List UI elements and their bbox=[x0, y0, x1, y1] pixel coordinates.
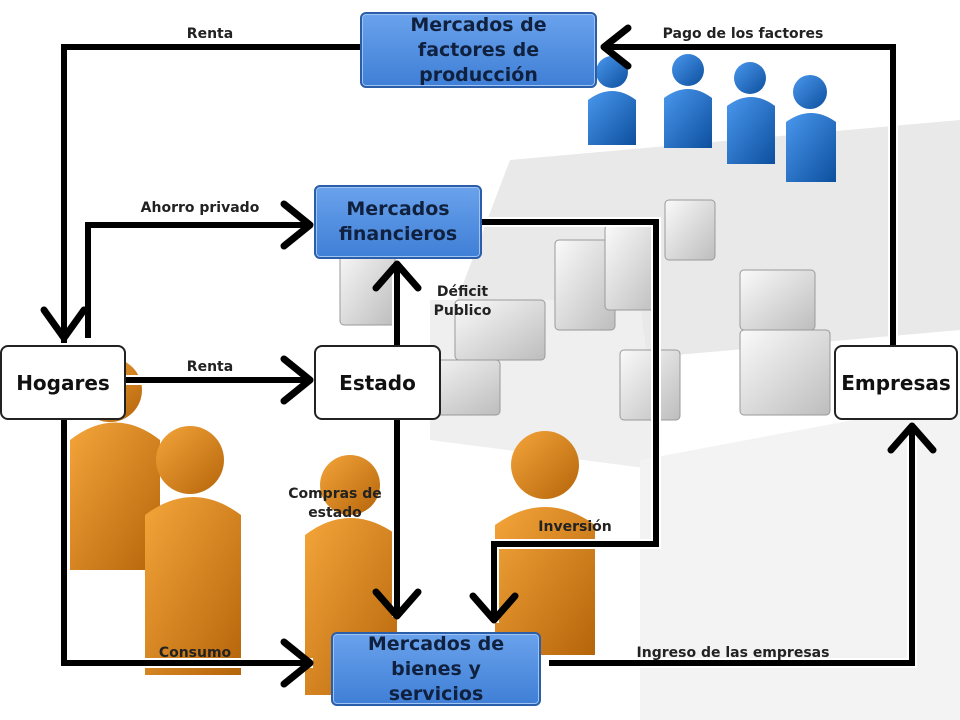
blue-people bbox=[588, 54, 836, 182]
state-node: Estado bbox=[314, 345, 441, 420]
edge-label-income-top: Renta bbox=[186, 26, 234, 42]
edge-label-factor-payment: Pago de los factores bbox=[662, 26, 824, 42]
edge-label-investment: Inversión bbox=[538, 519, 612, 535]
firms-node: Empresas bbox=[834, 345, 958, 420]
financial-markets-node: Mercados financieros bbox=[314, 185, 482, 259]
factor-markets-label: Mercados de factores de producción bbox=[410, 13, 547, 86]
arrowhead-to-hogares bbox=[40, 306, 88, 342]
edge-label-income-state: Renta bbox=[186, 359, 234, 375]
orange-person bbox=[145, 426, 241, 675]
arrowhead-to-bienes-inversion bbox=[469, 592, 519, 624]
factor-markets-node: Mercados de factores de producción bbox=[360, 12, 597, 88]
state-label: Estado bbox=[339, 370, 416, 395]
edge-label-firm-revenue: Ingreso de las empresas bbox=[636, 645, 830, 661]
edge-label-private-saving: Ahorro privado bbox=[140, 200, 260, 216]
arrowhead-to-empresas bbox=[887, 422, 937, 454]
edge-label-state-purchases: Compras de estado bbox=[288, 486, 382, 521]
firms-label: Empresas bbox=[841, 370, 951, 395]
households-node: Hogares bbox=[0, 345, 126, 420]
financial-markets-label: Mercados financieros bbox=[338, 198, 458, 245]
arrowhead-to-estado bbox=[280, 355, 314, 405]
edge-label-deficit: Déficit Publico bbox=[433, 284, 492, 319]
arrowhead-consumo bbox=[280, 638, 314, 688]
arrowhead-to-factores bbox=[600, 24, 632, 70]
blue-person bbox=[786, 75, 836, 182]
arrowheads bbox=[40, 24, 937, 688]
goods-markets-node: Mercados de bienes y servicios bbox=[331, 632, 541, 706]
blue-person bbox=[727, 62, 775, 164]
arrowhead-to-bienes-from-estado bbox=[372, 588, 422, 620]
households-label: Hogares bbox=[16, 370, 110, 395]
edge-label-consumption: Consumo bbox=[158, 645, 232, 661]
goods-markets-label: Mercados de bienes y servicios bbox=[367, 632, 505, 705]
blue-person bbox=[664, 54, 712, 148]
flow-lines bbox=[59, 42, 917, 668]
arrowhead-estado-to-financieros bbox=[372, 260, 422, 292]
arrowhead-to-financieros bbox=[280, 200, 314, 250]
